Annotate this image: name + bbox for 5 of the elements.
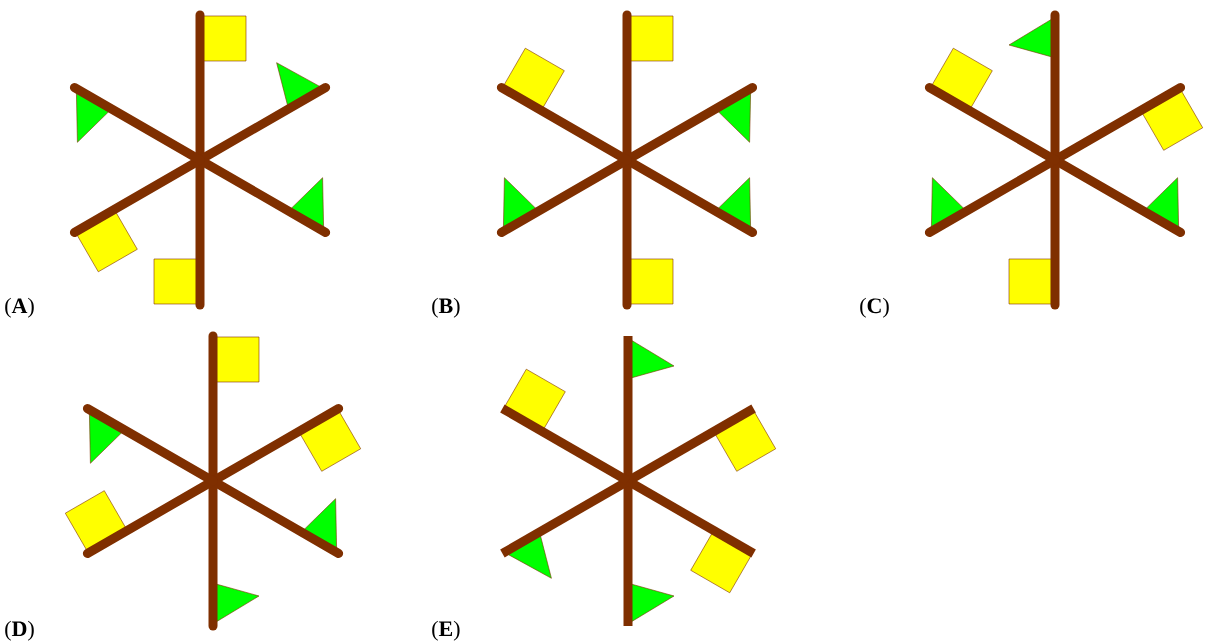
panel-label: (C) [860,297,889,318]
panel-label: (E) [432,620,460,641]
panel-label: (B) [432,297,460,318]
panel-label: (A) [5,297,34,318]
panel-label: (D) [5,620,34,641]
